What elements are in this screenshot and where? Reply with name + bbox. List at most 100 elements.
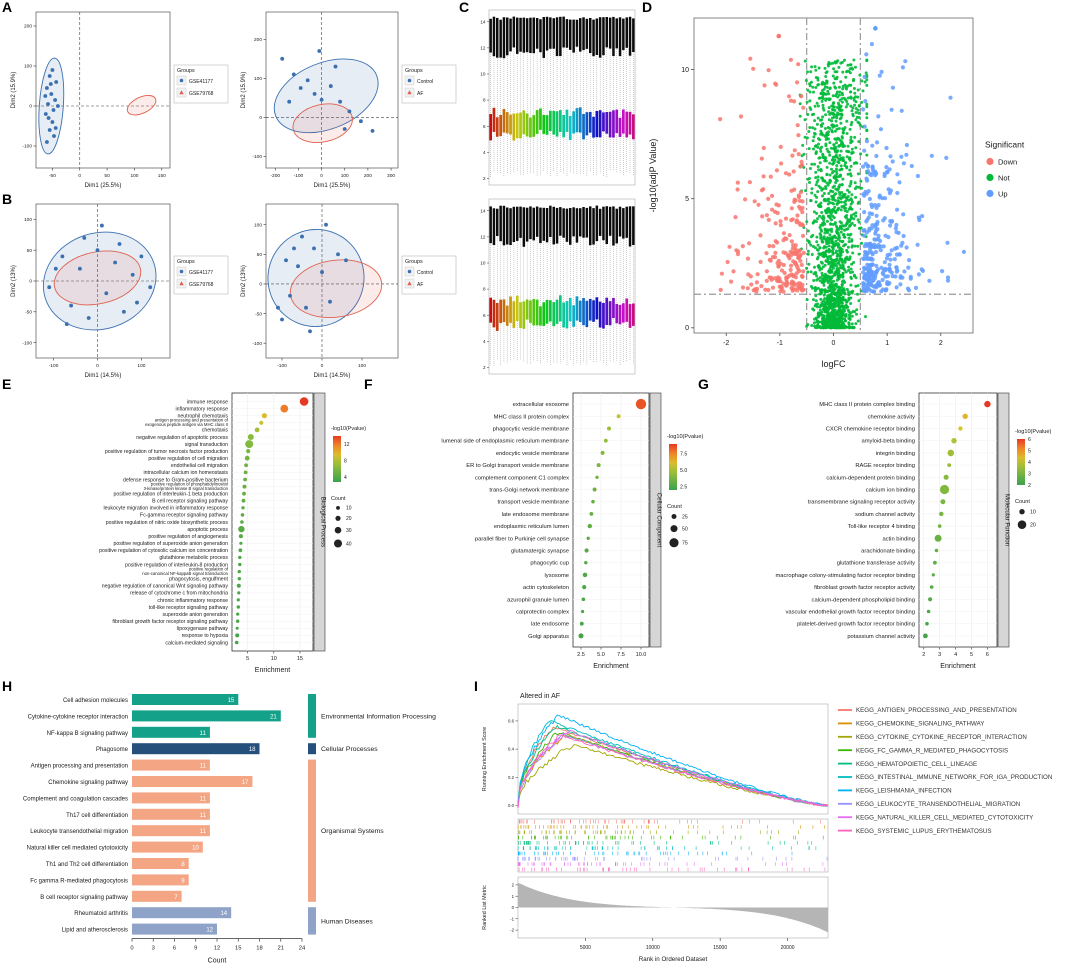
point-circle [312,91,317,96]
svg-text:100: 100 [358,363,366,369]
term-label: response to hypoxia [182,633,229,639]
point-circle [53,126,58,130]
svg-text:1: 1 [885,340,889,347]
term-dot [962,413,968,419]
svg-text:10: 10 [271,656,277,662]
svg-text:-100: -100 [22,340,32,346]
point-circle [130,272,135,277]
term-label: ER to Golgi transport vesicle membrane [466,463,569,469]
point-circle [305,78,310,83]
gsea-title: Altered in AF [520,693,560,700]
facet-strip-label: Molecular Function [1004,494,1011,547]
term-label: apoptotic process [187,527,228,533]
term-dot [947,449,955,457]
plot-border [35,11,171,169]
point-circle [44,140,49,144]
term-dot [242,484,247,489]
svg-text:2: 2 [1028,483,1031,489]
term-label: complement component C1 complex [475,475,569,481]
bar-label: Fc gamma R-mediated phagocytosis [30,878,128,884]
color-legend-gradient [333,436,341,482]
term-dot [586,536,590,540]
metric-axis-label: Ranked List Metric [482,885,488,930]
point-circle [328,299,332,304]
svg-text:5: 5 [685,196,689,203]
svg-text:0.2: 0.2 [508,775,515,780]
point-triangle [179,90,184,95]
svg-text:-100: -100 [294,173,304,179]
term-dot [937,524,942,528]
point-circle [358,119,363,124]
legend-item-label: KEGG_HEMATOPOIETIC_CELL_LINEAGE [856,761,977,768]
term-label: lipoxygenase pathway [177,626,228,632]
term-label: chemotaxis [202,428,229,434]
panel-label-f: F [364,376,373,392]
term-label: Fc-gamma receptor signaling pathway [140,513,228,519]
legend-title: Groups [405,259,423,265]
term-dot [581,597,586,602]
svg-text:10: 10 [681,67,689,74]
term-label: amyloid-beta binding [862,439,916,445]
term-dot [584,561,588,565]
term-dot [237,591,241,595]
svg-text:6: 6 [1028,437,1031,443]
legend-item-label: GSE79768 [189,282,214,288]
term-label: endocytic vesicle membrane [496,451,569,457]
term-label: fibroblast growth factor receptor signal… [112,619,228,625]
term-label: phagocytic vesicle membrane [493,427,569,433]
point-circle [104,291,109,296]
bar-value: 11 [200,796,207,802]
term-dot [579,621,584,626]
legend-item-label: Up [998,189,1008,198]
y-axis-label: Dim2 (15.9%) [11,72,17,109]
term-label: late endosome [531,622,569,628]
bar-value: 12 [206,928,213,934]
x-axis-label: Enrichment [255,667,290,674]
point-circle [50,120,55,124]
term-dot [238,562,242,567]
legend-item-label: Control [417,79,433,85]
term-label: Golgi apparatus [528,634,569,640]
svg-text:50: 50 [257,252,263,258]
x-axis-label: Dim1 (25.5%) [85,183,122,189]
point-circle [292,246,296,251]
legend-item-label: KEGG_FC_GAMMA_R_MEDIATED_PHAGOCYTOSIS [856,747,1008,754]
kegg-bar [132,776,253,787]
point-circle [50,68,55,72]
svg-text:4: 4 [344,475,347,481]
point-circle [407,269,412,274]
svg-text:6: 6 [986,652,989,658]
bar-value: 8 [181,862,185,868]
bar-label: Lipid and atherosclerosis [62,928,128,934]
term-label: calprotectin complex [516,610,569,616]
point-circle [46,116,51,120]
term-dot [234,640,239,645]
term-label: azurophil granule lumen [507,597,569,603]
svg-text:2: 2 [512,883,515,888]
term-dot [607,426,611,431]
svg-text:200: 200 [24,24,32,30]
color-legend-title: -log10(Pvalue) [1015,429,1052,435]
term-dot [240,513,245,517]
term-dot [261,413,267,419]
term-dot [236,612,240,616]
term-dot [592,487,597,492]
term-label: potassium channel activity [847,634,915,640]
term-label: positive regulation of interleukin-8 pro… [125,562,228,568]
term-label: positive regulation of superoxide anion … [114,541,229,547]
legend-item-label: AF [417,91,423,97]
svg-text:4: 4 [1028,460,1031,466]
point-circle [308,329,312,334]
term-dot [236,605,240,609]
svg-text:-100: -100 [277,363,287,369]
svg-text:20: 20 [346,516,352,522]
svg-text:18: 18 [256,946,262,952]
enrichment-curve [517,734,829,808]
term-dot [235,633,240,638]
term-dot [931,573,935,577]
kegg-bar [132,890,182,902]
legend-title: Groups [177,259,195,265]
term-label: superoxide anion generation [163,612,229,618]
